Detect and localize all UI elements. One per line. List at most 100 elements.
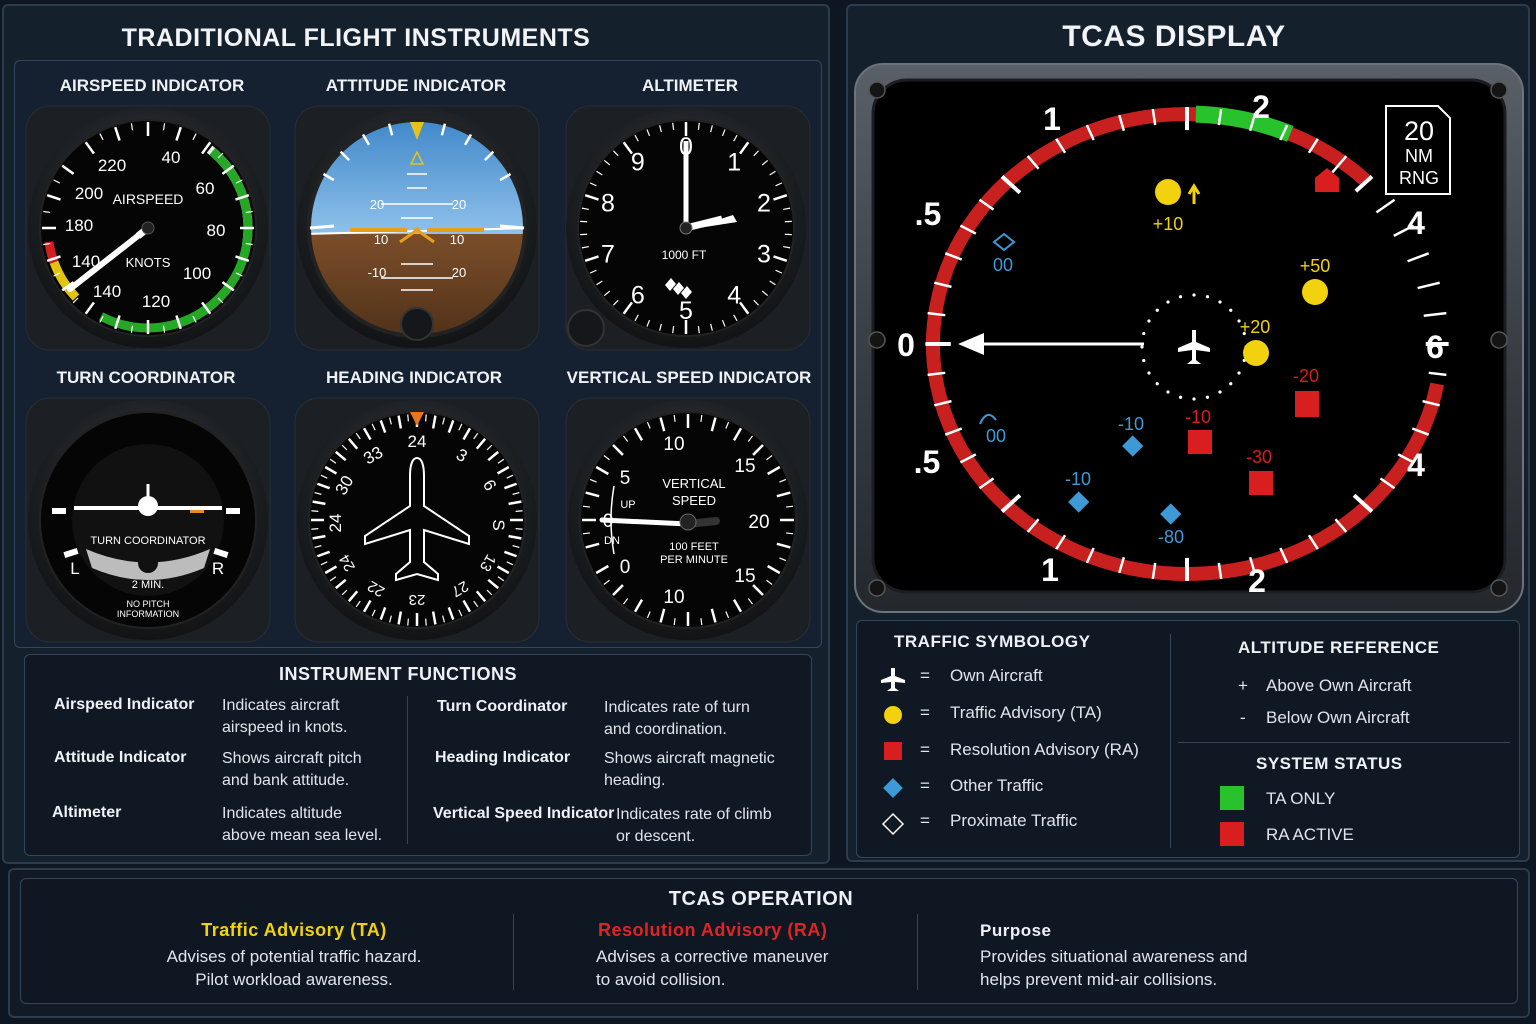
vsi-tick: [595, 465, 609, 476]
altimeter-tick: [773, 255, 788, 262]
altimeter-number: 3: [757, 240, 771, 268]
vsi-title: VERTICAL SPEED INDICATOR: [566, 368, 812, 387]
turn-coordinator-title: TURN COORDINATOR: [56, 368, 236, 387]
tcas-range-tick: [944, 427, 963, 436]
other-traffic-label: -80: [1158, 527, 1184, 547]
airspeed-tick: [114, 315, 121, 330]
airspeed-tick: [99, 315, 104, 323]
airspeed-tick-label: 180: [65, 216, 93, 235]
altimeter-tick: [697, 122, 700, 130]
heading-tick: [329, 458, 337, 464]
tcas-inner-ring-dot: [1140, 345, 1144, 349]
heading-tick: [512, 545, 520, 549]
altimeter-tick: [603, 290, 611, 297]
heading-tick: [515, 510, 523, 512]
legend-label: Other Traffic: [950, 776, 1044, 795]
tcas-inner-ring-dot: [1192, 397, 1196, 401]
heading-tick: [503, 482, 518, 490]
airspeed-tick: [130, 325, 134, 333]
vsi-number: 0: [620, 557, 631, 578]
tcas-inner-ring-dot: [1155, 308, 1159, 312]
heading-tick: [425, 414, 427, 422]
vsi-tick: [673, 414, 676, 422]
vsi-number: 20: [748, 512, 769, 533]
airspeed-tick: [201, 141, 212, 155]
heading-tick: [312, 500, 326, 506]
heading-tick: [512, 491, 520, 495]
turn-right-label: R: [212, 559, 224, 578]
tcas-range-tick: [1279, 124, 1289, 141]
altimeter-title: ALTIMETER: [641, 76, 738, 95]
proximate-traffic-target: [979, 413, 997, 425]
vsi-tick: [582, 532, 590, 535]
legend-eq: =: [920, 811, 930, 830]
heading-aircraft-icon: [364, 456, 470, 582]
own-aircraft-icon: [881, 668, 905, 691]
airspeed-face-label: AIRSPEED: [113, 191, 184, 207]
tcas-inner-ring-dot: [1205, 395, 1210, 399]
airspeed-tick: [245, 242, 253, 246]
heading-tick: [379, 606, 387, 621]
bank-tick: [387, 123, 394, 136]
vsi-tick: [622, 598, 629, 605]
flight-instruments-title: TRADITIONAL FLIGHT INSTRUMENTS: [121, 24, 591, 52]
vsi-tick: [622, 435, 629, 442]
legend-divider: [1170, 634, 1171, 848]
ra-marker-icon: [1315, 168, 1339, 192]
heading-tick: [508, 534, 522, 540]
airspeed-tick: [192, 133, 197, 141]
altimeter-tick: [721, 129, 726, 137]
legend-eq: =: [920, 703, 930, 722]
attitude-title: ATTITUDE INDICATOR: [325, 76, 507, 95]
attitude-pitch-label: 20: [452, 197, 466, 212]
tcas-inner-ring-dot: [1142, 358, 1146, 363]
tcas-range-tick: [927, 371, 946, 377]
instrument-functions-title: INSTRUMENT FUNCTIONS: [279, 664, 517, 684]
function-name: Altimeter: [52, 804, 122, 821]
heading-tick: [431, 415, 437, 429]
altimeter-tick: [672, 122, 675, 130]
vsi-tick: [767, 564, 781, 575]
tcas-range-tick: [959, 224, 977, 235]
other-traffic-target: [1068, 491, 1090, 513]
attitude-pitch-label: -10: [368, 265, 387, 280]
heading-tick: [473, 432, 479, 440]
tcas-range-tick: [1428, 371, 1447, 377]
vsi-tick: [659, 608, 666, 623]
heading-number: 27: [448, 577, 471, 600]
tcas-inner-ring-dot: [1166, 390, 1170, 394]
vsi-unit-2: PER MINUTE: [660, 554, 728, 566]
bank-tick: [339, 150, 351, 162]
tcas-scale-label: 2: [1252, 89, 1270, 125]
turn-note-2: INFORMATION: [117, 609, 179, 619]
own-aircraft-icon: [1178, 330, 1210, 364]
horizon-mark: [499, 224, 525, 230]
tcas-range-tick: [1411, 427, 1430, 436]
altimeter-tick: [739, 301, 750, 315]
airspeed-tick: [217, 152, 224, 159]
airspeed-tick: [175, 315, 182, 330]
ta-target-label: +20: [1240, 317, 1271, 337]
airspeed-tick: [46, 255, 61, 262]
tcas-range-tick: [1423, 311, 1447, 318]
heading-tick: [341, 444, 348, 451]
ta-only-label: TA ONLY: [1266, 789, 1336, 808]
tcas-range-tick: [1000, 175, 1022, 195]
ta-desc: Advises of potential traffic hazard.Pilo…: [166, 947, 422, 989]
tcas-inner-ring-dot: [1192, 293, 1196, 297]
heading-tick: [362, 599, 372, 613]
vsi-tick: [589, 478, 597, 483]
altimeter-tick: [783, 207, 791, 211]
tcas-range-tick: [1397, 453, 1415, 464]
tcas-panel: TCAS DISPLAY 1 2 4 6: [846, 4, 1530, 862]
heading-tick: [312, 534, 326, 540]
airspeed-tick: [162, 325, 166, 333]
altimeter-tick: [659, 323, 662, 331]
tcas-range-tick: [1354, 175, 1374, 193]
range-box: [1385, 105, 1451, 195]
altimeter-tick: [613, 150, 619, 157]
vsi-number: 5: [620, 468, 631, 489]
vsi-tick: [582, 505, 590, 508]
